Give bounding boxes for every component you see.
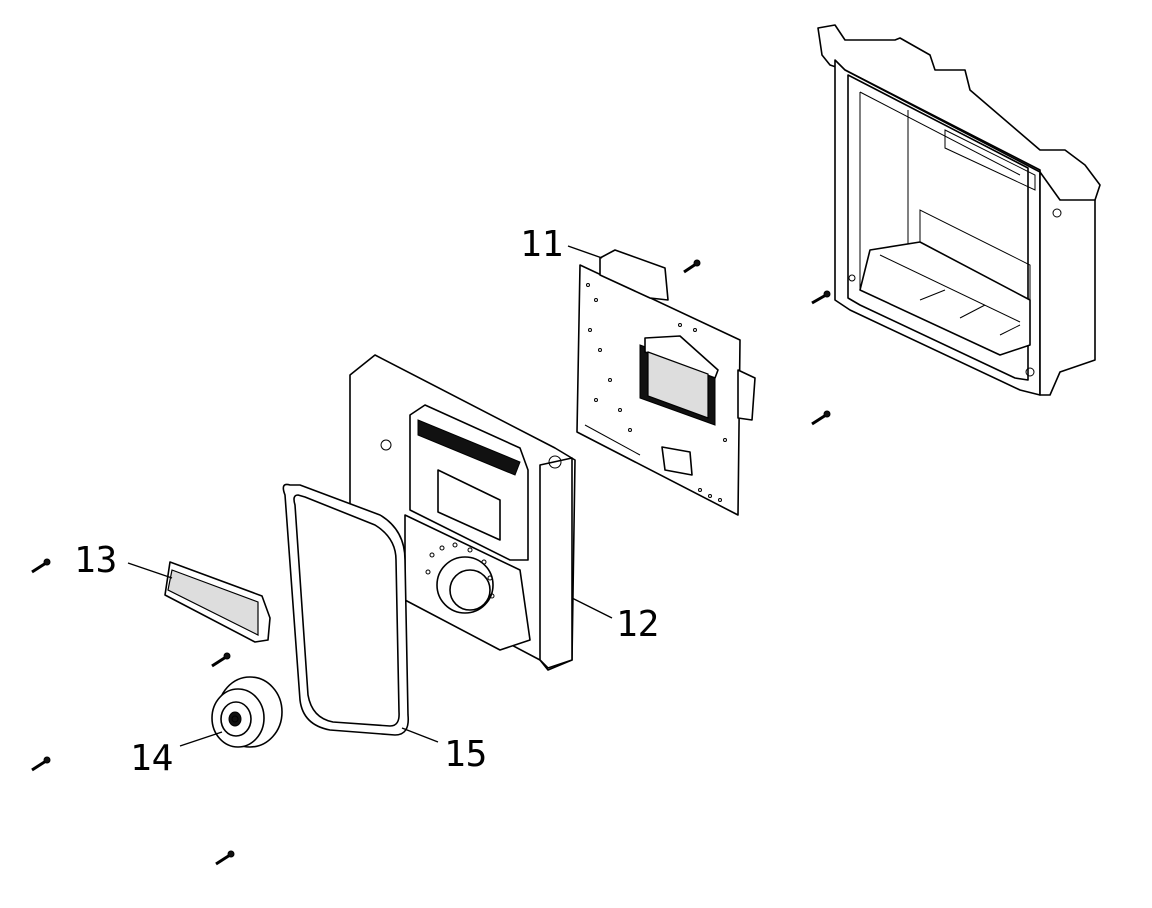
control-panel: [349, 354, 576, 671]
screw-7: [215, 850, 235, 866]
callout-14: 14: [130, 738, 173, 779]
screw-2: [811, 290, 831, 305]
cap-cover: [164, 561, 271, 643]
callout-12: 12: [616, 604, 659, 645]
screw-4: [31, 558, 51, 574]
screw-6: [31, 756, 51, 772]
circuit-board: [576, 249, 756, 516]
callout-15: 15: [444, 734, 487, 775]
screw-5: [211, 652, 231, 668]
leader-lines: [127, 245, 613, 747]
screw-1: [683, 259, 701, 274]
callout-13: 13: [74, 540, 117, 581]
callout-11: 11: [520, 224, 563, 265]
gasket-frame: [282, 483, 410, 736]
rotary-knob: [211, 676, 283, 748]
rear-housing: [817, 24, 1101, 396]
screw-3: [811, 410, 831, 426]
